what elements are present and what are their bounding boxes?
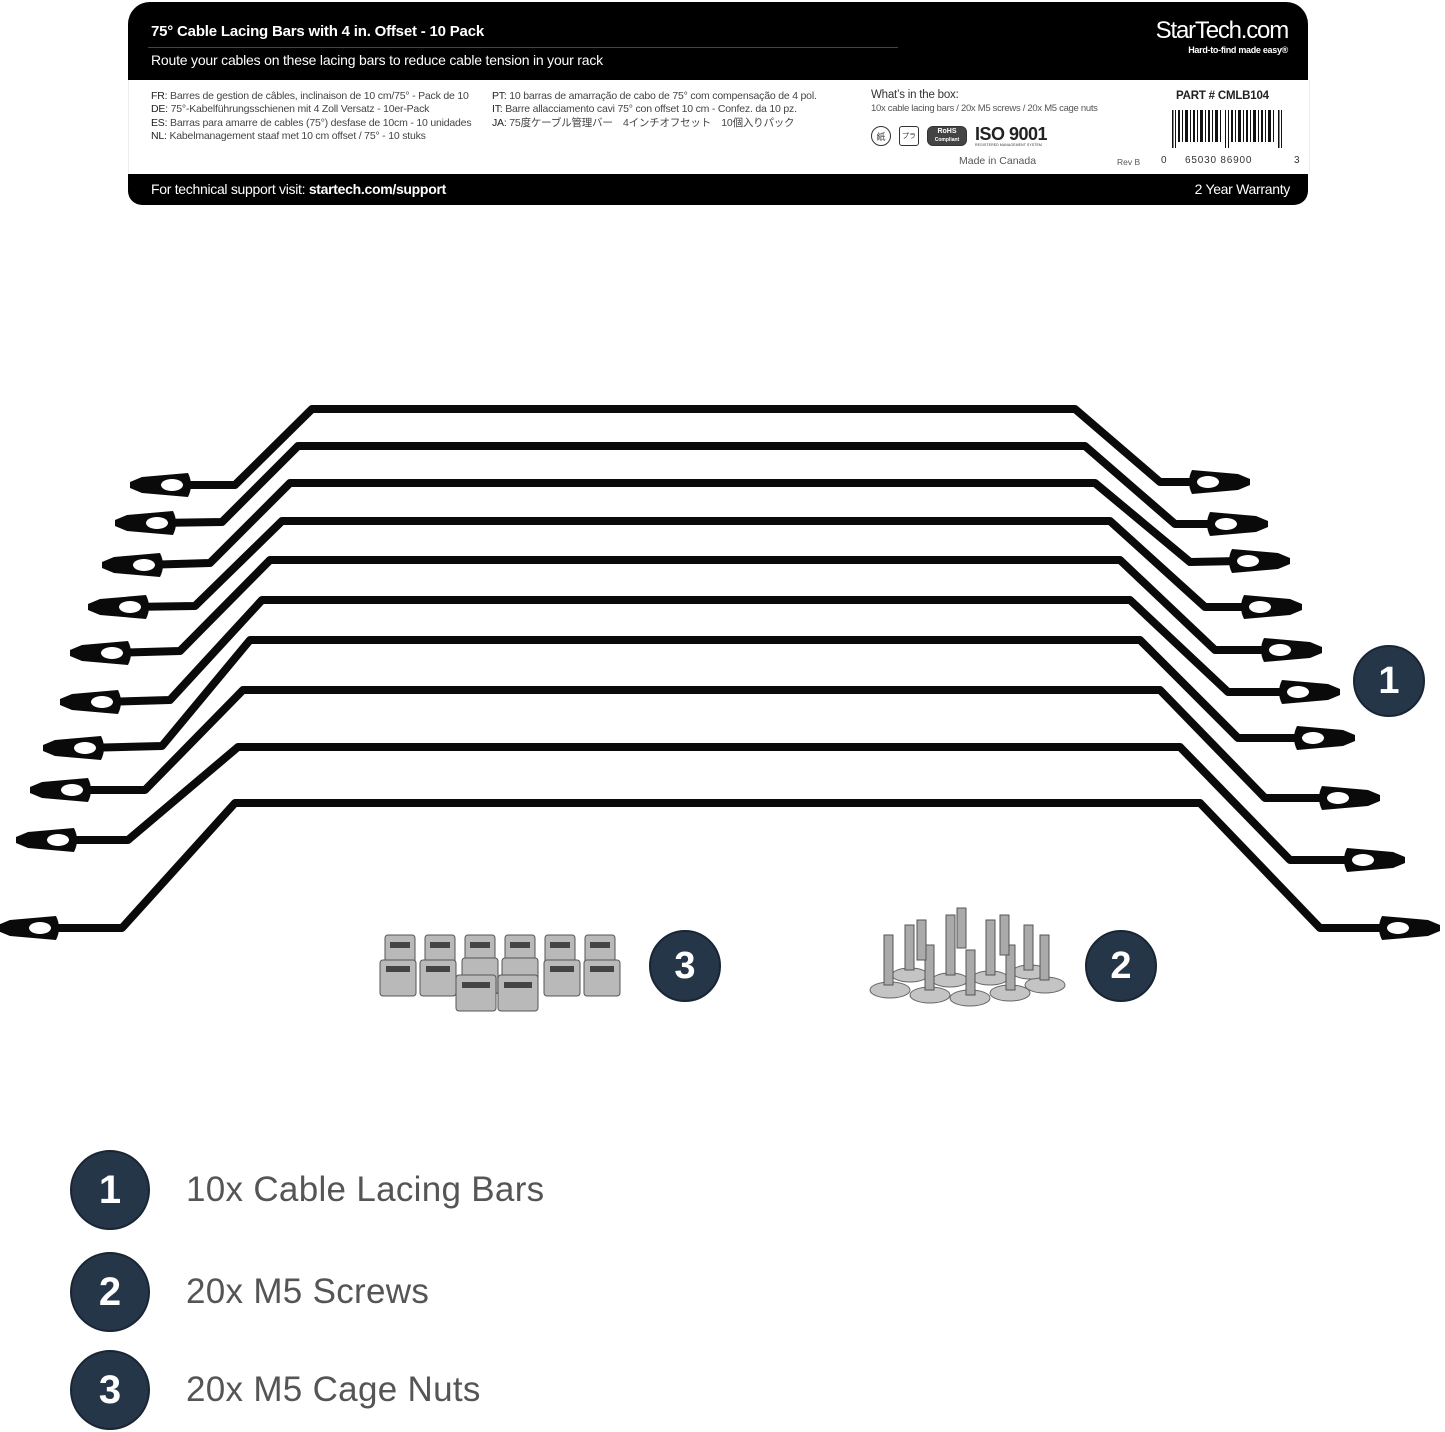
box-contents-info: What’s in the box: 10x cable lacing bars… [871,89,1098,114]
translation-es: ES: Barras para amarre de cables (75°) d… [151,116,472,129]
barcode-icon [1172,110,1282,148]
legend-label: 20x M5 Screws [186,1272,430,1311]
box-contents-list: 10x cable lacing bars / 20x M5 screws / … [871,103,1098,114]
part-number: PART # CMLB104 [1176,90,1269,102]
translation-nl: NL: Kabelmanagement staaf met 10 cm offs… [151,129,426,142]
legend-label: 20x M5 Cage Nuts [186,1370,481,1409]
barcode-digits: 65030 86900 [1185,155,1253,166]
translation-fr: FR: Barres de gestion de câbles, inclina… [151,90,469,102]
left-eyelets [0,473,191,940]
translation-ja: JA: 75度ケーブル管理バー 4インチオフセット 10個入りパック [492,116,795,129]
warranty-text: 2 Year Warranty [1194,181,1291,197]
label-header-bar: 75° Cable Lacing Bars with 4 in. Offset … [128,2,1308,80]
label-info-panel: FR: Barres de gestion de câbles, inclina… [128,80,1310,174]
legend-badge-3: 3 [70,1350,150,1430]
revision-text: Rev B [1117,157,1141,167]
brand-tagline: Hard-to-find made easy® [1188,45,1288,55]
certification-icons: 紙 プラ RoHS Compliant ISO 9001 REGISTERED … [871,124,1048,148]
product-photo: 1 3 2 [0,380,1445,1040]
brand-logo: StarTech.com Hard-to-find made easy® [1155,17,1290,56]
product-title: 75° Cable Lacing Bars with 4 in. Offset … [151,23,484,40]
translation-de: DE: 75°-Kabelführungsschienen mit 4 Zoll… [151,103,430,116]
label-footer-bar: For technical support visit: startech.co… [128,174,1308,205]
barcode-right-digit: 3 [1294,155,1300,166]
legend-label: 10x Cable Lacing Bars [186,1170,545,1209]
box-contents-title: What’s in the box: [871,89,959,101]
legend-badge-1: 1 [70,1150,150,1230]
product-subtitle: Route your cables on these lacing bars t… [151,52,603,68]
paper-recycle-icon: 紙 [871,126,891,147]
rohs-compliant-icon: RoHS Compliant [927,126,967,147]
legend-item-lacing-bars: 1 10x Cable Lacing Bars [70,1150,544,1230]
legend-badge-2: 2 [70,1252,150,1332]
barcode-left-digit: 0 [1161,155,1167,166]
translations-column-2: PT: 10 barras de amarração de cabo de 75… [492,90,817,130]
screws-illustration [869,907,1066,1007]
title-divider [148,47,898,48]
support-text: For technical support visit: startech.co… [151,181,446,197]
made-in-text: Made in Canada [959,155,1037,167]
callout-badge-3: 3 [649,930,721,1002]
translation-it: IT: Barre allacciamento cavi 75° con off… [492,103,797,116]
callout-badge-2: 2 [1085,930,1157,1002]
callout-badge-1: 1 [1353,645,1425,717]
translations-column-1: FR: Barres de gestion de câbles, inclina… [151,90,472,143]
legend-item-cage-nuts: 3 20x M5 Cage Nuts [70,1350,480,1430]
cable-lacing-bars-illustration [0,405,1440,1012]
product-label: 75° Cable Lacing Bars with 4 in. Offset … [128,2,1310,205]
brand-name: StarTech.com [1155,17,1290,44]
cage-nuts-illustration [379,934,621,1012]
translation-pt: PT: 10 barras de amarração de cabo de 75… [492,90,817,102]
iso-9001-icon: ISO 9001 REGISTERED MANAGEMENT SYSTEM [975,124,1048,147]
support-link: startech.com/support [308,181,446,197]
legend-item-screws: 2 20x M5 Screws [70,1252,429,1332]
plastic-recycle-icon: プラ [899,126,919,147]
